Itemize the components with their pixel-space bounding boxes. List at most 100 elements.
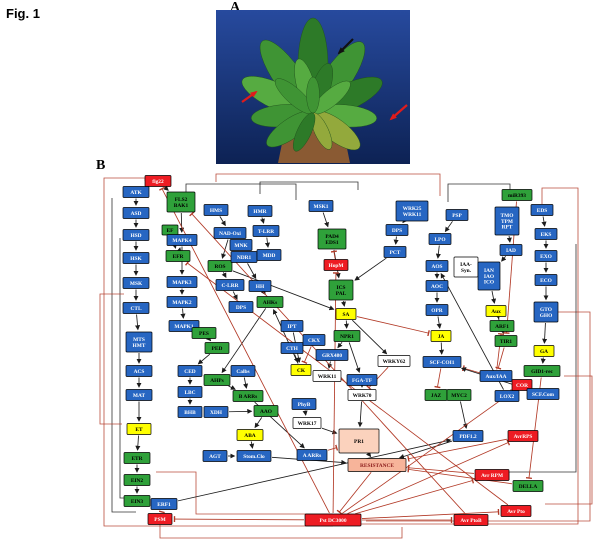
node-PED: PED [204, 342, 230, 354]
node-MAPK3: MAPK3 [166, 276, 198, 288]
node-LBC: LBC [177, 386, 203, 398]
svg-text:Calbs: Calbs [236, 369, 249, 375]
svg-text:CTL: CTL [130, 306, 141, 312]
svg-text:NPR1: NPR1 [340, 334, 354, 340]
node-HopM: HopM [323, 259, 349, 271]
node-ABA: ABA [236, 429, 264, 441]
node-CKX: CKX [302, 334, 326, 346]
svg-text:FGA-TF: FGA-TF [352, 378, 373, 384]
svg-text:ACS: ACS [134, 369, 145, 375]
edges [133, 185, 549, 523]
svg-text:HSD: HSD [130, 233, 141, 239]
svg-text:ASD: ASD [131, 211, 142, 217]
node-MAPK2: MAPK2 [166, 296, 198, 308]
svg-text:JA: JA [438, 334, 445, 340]
node-AOC: AOC [425, 280, 449, 292]
svg-text:PED: PED [212, 346, 223, 352]
node-FGATF: FGA-TF [346, 374, 378, 386]
svg-text:MAT: MAT [133, 393, 146, 399]
svg-text:PCT: PCT [390, 250, 401, 256]
node-BARRs: B ARRs [232, 390, 264, 402]
svg-text:MSK1: MSK1 [314, 204, 329, 210]
node-MNK: MNK [229, 239, 253, 251]
node-PstDC: Pst DC3000 [304, 513, 362, 527]
svg-text:SCF-COI1: SCF-COI1 [430, 360, 455, 366]
svg-text:MAPK4: MAPK4 [172, 238, 191, 244]
svg-text:ETR: ETR [131, 456, 142, 462]
node-NADOxi: NAD-Oxi [213, 227, 247, 239]
panel-b-label: B [96, 158, 106, 173]
svg-text:HMR: HMR [253, 209, 266, 215]
plant-rosette [241, 17, 383, 152]
svg-text:LPO: LPO [434, 237, 445, 243]
node-AOS: AOS [425, 260, 449, 272]
node-WRK17: WRK17 [292, 417, 322, 429]
node-CLRR: C-LRR [215, 279, 245, 291]
svg-text:DPS: DPS [392, 228, 402, 234]
node-MSK: MSK [122, 277, 150, 289]
panel-a-label: A [230, 0, 241, 15]
svg-text:WRK17: WRK17 [298, 421, 317, 427]
node-TLRR: T-LRR [252, 225, 280, 237]
svg-text:PSM: PSM [154, 517, 165, 523]
node-PhyB: PhyB [291, 398, 317, 410]
node-ETR: ETR [123, 452, 151, 464]
node-ROS: ROS [207, 260, 233, 272]
svg-text:MAPK3: MAPK3 [172, 280, 191, 286]
node-AvrRPM: Avr RPM [474, 469, 510, 481]
svg-text:Aux/IAA: Aux/IAA [486, 374, 507, 380]
svg-text:Stom.Clo: Stom.Clo [243, 454, 265, 460]
svg-text:BHB: BHB [184, 410, 196, 416]
node-EDS: EDS [530, 204, 554, 216]
node-Aux: Aux [485, 305, 507, 317]
node-Calbs: Calbs [230, 365, 256, 377]
node-PES: PES [191, 327, 217, 339]
node-CTL: CTL [122, 302, 150, 314]
svg-text:AOC: AOC [431, 284, 443, 290]
svg-text:OPR: OPR [431, 308, 442, 314]
svg-text:B ARRs: B ARRs [239, 394, 257, 400]
node-MAPK1: MAPK1 [168, 320, 200, 332]
svg-text:JAZ: JAZ [431, 393, 442, 399]
svg-text:DELLA: DELLA [519, 484, 538, 490]
node-BHB: BHB [177, 406, 203, 418]
svg-text:LOX2: LOX2 [500, 394, 515, 400]
svg-text:HH: HH [256, 284, 265, 290]
node-MYC2: MYC2 [446, 389, 472, 401]
svg-text:GID1-rec: GID1-rec [531, 369, 553, 375]
plant-photo [216, 10, 410, 164]
svg-text:Avr Pto: Avr Pto [507, 509, 525, 515]
node-AvrPto: Avr Pto [500, 505, 532, 517]
svg-text:CKX: CKX [308, 338, 320, 344]
node-NPR1: NPR1 [333, 330, 361, 342]
svg-text:EXO: EXO [540, 254, 552, 260]
svg-text:T-LRR: T-LRR [258, 229, 274, 235]
svg-text:PR1: PR1 [354, 439, 364, 445]
svg-text:CTH: CTH [286, 346, 298, 352]
svg-text:EFR: EFR [173, 254, 184, 260]
svg-text:AHPs: AHPs [210, 378, 223, 384]
node-PSP: PSP [445, 209, 469, 221]
svg-text:PSP: PSP [452, 213, 462, 219]
node-CED: CED [177, 365, 203, 377]
svg-text:MNK: MNK [234, 243, 248, 249]
svg-text:EIN3: EIN3 [131, 499, 144, 505]
node-EKS: EKS [534, 228, 558, 240]
svg-text:MSK: MSK [130, 281, 143, 287]
svg-text:EIN2: EIN2 [131, 478, 144, 484]
svg-text:Avr RPM: Avr RPM [481, 473, 503, 479]
node-LPO: LPO [428, 233, 452, 245]
svg-text:PES: PES [199, 331, 209, 337]
node-AHKs: AHKs [256, 296, 284, 308]
svg-text:CED: CED [184, 369, 195, 375]
svg-text:A ARRs: A ARRs [303, 453, 321, 459]
photo-annotation-arrows [241, 38, 408, 121]
